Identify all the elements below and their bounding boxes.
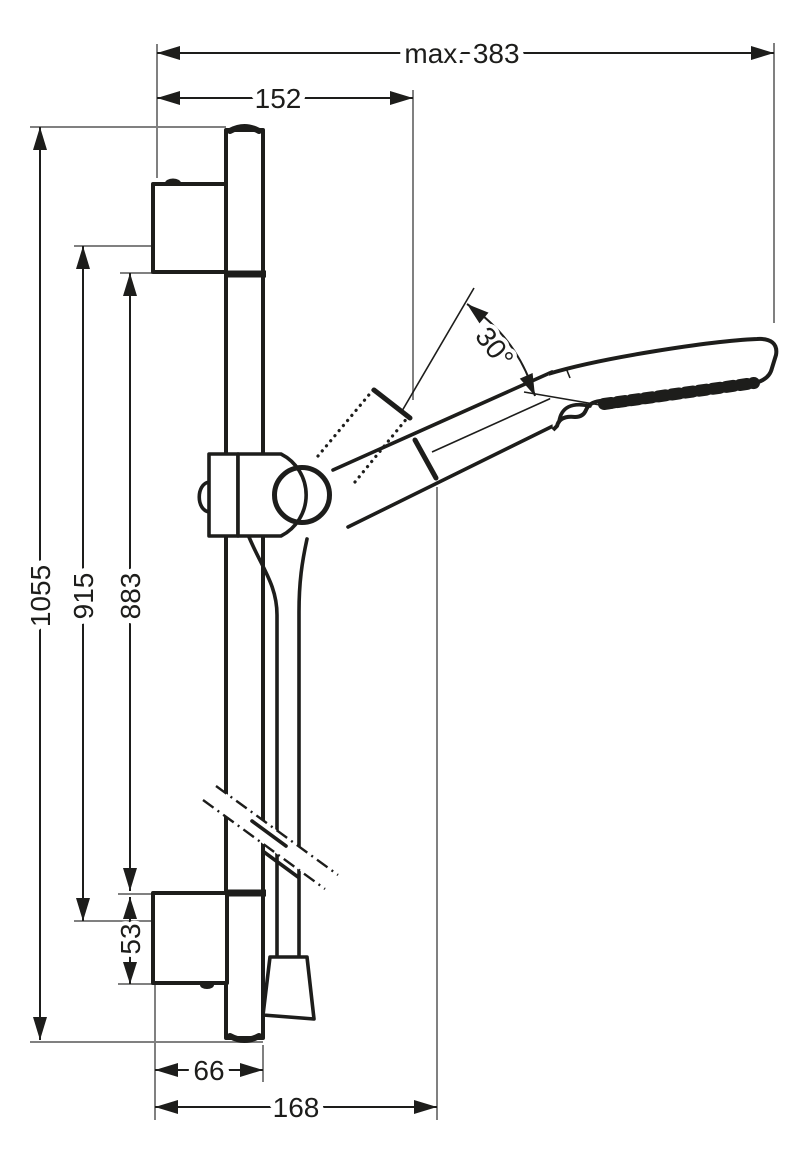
slide-bar-top-cap bbox=[227, 124, 262, 134]
arrowhead bbox=[467, 304, 489, 324]
break-cut-edge bbox=[262, 850, 300, 879]
angle-reference-line-lower bbox=[523, 391, 601, 406]
handle-joint-ring bbox=[412, 437, 439, 481]
slider-holder bbox=[197, 452, 308, 538]
shower-hose bbox=[247, 535, 316, 1021]
handle-highlight-line bbox=[431, 395, 557, 453]
shower-head bbox=[547, 336, 779, 432]
upper-wall-bracket bbox=[151, 178, 266, 278]
hose-left-edge bbox=[247, 535, 279, 957]
label-swivel-angle: 30° bbox=[469, 321, 519, 373]
phantom-edge bbox=[353, 415, 410, 484]
hose-right-edge bbox=[297, 537, 309, 957]
arrowhead bbox=[155, 1100, 178, 1114]
label-max-width: max. 383 bbox=[404, 38, 519, 69]
arrowhead bbox=[240, 1063, 263, 1077]
arrowhead bbox=[155, 1063, 178, 1077]
spray-nozzles bbox=[598, 377, 760, 410]
extension-lines bbox=[30, 43, 775, 1120]
lower-wall-bracket bbox=[151, 889, 266, 989]
phantom-handle-position bbox=[316, 387, 413, 484]
angle-reference-line bbox=[401, 287, 475, 412]
arrowhead bbox=[123, 962, 137, 984]
arrowhead bbox=[390, 91, 413, 105]
handle-bottom-edge bbox=[346, 422, 559, 529]
phantom-end-cap bbox=[371, 387, 413, 421]
slider-body bbox=[207, 452, 240, 538]
arrowhead bbox=[123, 273, 137, 296]
slide-bar-body bbox=[224, 128, 265, 1040]
handle-fill bbox=[333, 368, 560, 527]
slide-bar-bottom-cap bbox=[227, 1033, 262, 1043]
label-mount-spacing: 915 bbox=[68, 573, 99, 620]
arrowhead bbox=[519, 373, 535, 396]
label-rail-length: 1055 bbox=[25, 565, 56, 627]
label-bracket-height: 53 bbox=[115, 923, 146, 954]
dimension-lines bbox=[33, 46, 774, 1114]
label-bracket-spacing: 883 bbox=[115, 573, 146, 620]
angle-dimension bbox=[401, 287, 601, 412]
upper-bracket-body bbox=[151, 182, 228, 274]
label-hose-connection-offset: 168 bbox=[273, 1092, 320, 1123]
hose-break-symbol bbox=[202, 785, 339, 890]
holder-ring bbox=[272, 465, 332, 525]
nozzle-bumps bbox=[598, 377, 760, 410]
arrowhead bbox=[76, 246, 90, 269]
arrowhead bbox=[414, 1100, 437, 1114]
slide-bar bbox=[224, 124, 265, 1043]
release-button bbox=[197, 480, 211, 514]
arrowhead bbox=[157, 91, 180, 105]
product bbox=[151, 124, 779, 1043]
handle-top-edge bbox=[331, 370, 554, 472]
break-line-lower bbox=[202, 799, 326, 890]
arrowhead bbox=[76, 898, 90, 921]
arrowhead bbox=[33, 1017, 47, 1040]
break-line-upper bbox=[215, 785, 339, 876]
head-joint-hook bbox=[557, 402, 592, 424]
phantom-edge bbox=[316, 388, 375, 458]
arrowhead bbox=[157, 46, 180, 60]
break-cut-edge bbox=[250, 819, 288, 848]
arrowhead bbox=[751, 46, 774, 60]
lower-bracket-screw-bump bbox=[200, 981, 214, 989]
hand-shower-handle bbox=[331, 368, 560, 529]
break-gap bbox=[203, 786, 338, 889]
arrowhead bbox=[123, 897, 137, 919]
hose-conical-nut bbox=[261, 955, 316, 1021]
arrowhead bbox=[33, 127, 47, 150]
label-rail-bottom-offset: 66 bbox=[193, 1055, 224, 1086]
lower-bracket-body bbox=[151, 891, 229, 985]
arrowhead bbox=[123, 868, 137, 891]
shower-head-body bbox=[547, 336, 779, 432]
label-rail-top-offset: 152 bbox=[255, 83, 302, 114]
head-joint-tick bbox=[565, 367, 571, 379]
